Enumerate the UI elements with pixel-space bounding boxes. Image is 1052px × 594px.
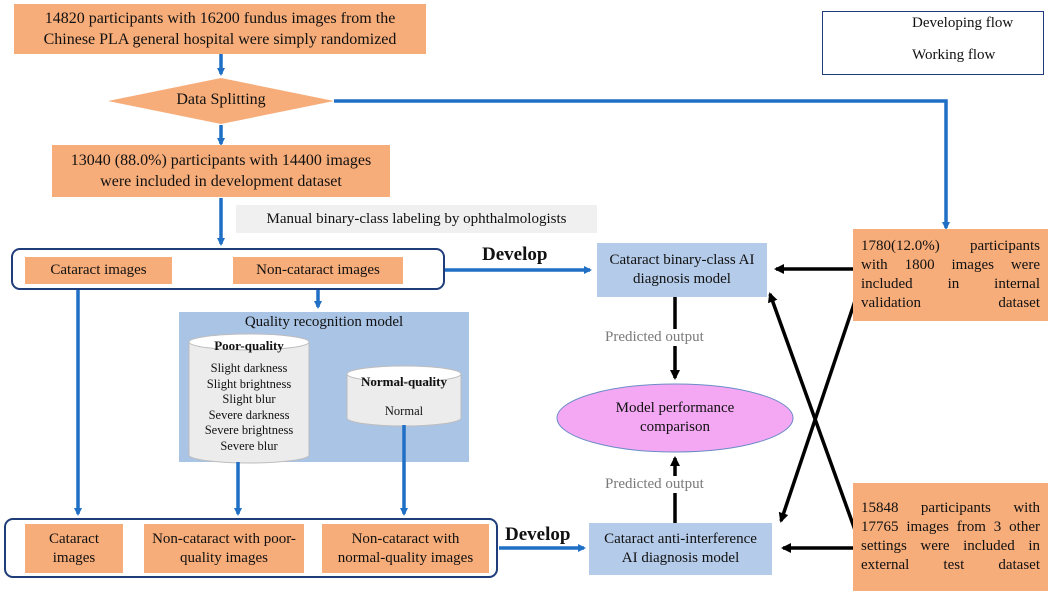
normal-quality-item: Normal <box>384 404 424 418</box>
poor-quality-title: Poor-quality <box>214 338 284 353</box>
normal-quality-title: Normal-quality <box>361 374 447 389</box>
develop-label-binary: Develop <box>482 244 548 265</box>
arrow-external-to-binary <box>768 292 857 531</box>
arrow-internal-to-anti <box>778 291 860 523</box>
data-splitting-label: Data Splitting <box>176 91 266 108</box>
model-performance-label: Model performance comparison <box>615 400 735 435</box>
predicted-output-label-bottom: Predicted output <box>605 476 704 493</box>
bottom-cataract-images: Cataract images <box>25 524 123 573</box>
noncataract-images-label: Non-cataract images <box>233 257 403 284</box>
internal-validation-box: 1780(12.0%) participants with 1800 image… <box>853 229 1048 321</box>
predicted-output-label-top: Predicted output <box>605 329 704 346</box>
develop-label-anti: Develop <box>505 524 571 545</box>
cataract-images-label: Cataract images <box>25 257 172 284</box>
legend-working-label: Working flow <box>912 47 996 63</box>
manual-labeling-label: Manual binary-class labeling by ophthalm… <box>236 205 597 233</box>
development-dataset-box: 13040 (88.0%) participants with 14400 im… <box>52 145 390 197</box>
legend-box <box>822 11 1044 75</box>
quality-model-title: Quality recognition model <box>244 314 404 330</box>
poor-item: Severe brightness <box>204 423 294 437</box>
randomization-box: 14820 participants with 16200 fundus ima… <box>14 4 426 54</box>
poor-item: Severe darkness <box>208 407 290 422</box>
external-test-box: 15848 participants with 17765 images fro… <box>853 483 1048 591</box>
poor-quality-list: Slight darkness Slight brightness Slight… <box>189 361 309 454</box>
legend-developing-label: Developing flow <box>912 15 1014 31</box>
poor-quality-cylinder <box>188 333 310 464</box>
data-splitting-diamond <box>108 78 334 124</box>
arrow-split-to-internal <box>334 99 950 230</box>
poor-item: Severe blur <box>220 438 278 453</box>
bottom-poor-quality-images: Non-cataract with poor-quality images <box>144 524 304 573</box>
bottom-normal-quality-images: Non-cataract with normal-quality images <box>322 524 489 573</box>
poor-item: Slight darkness <box>210 361 288 375</box>
anti-interference-model-box: Cataract anti-interference AI diagnosis … <box>589 523 772 575</box>
poor-item: Slight brightness <box>206 376 292 391</box>
poor-item: Slight blur <box>222 392 276 406</box>
binary-class-model-box: Cataract binary-class AI diagnosis model <box>597 243 767 297</box>
performance-ellipse <box>556 383 794 453</box>
